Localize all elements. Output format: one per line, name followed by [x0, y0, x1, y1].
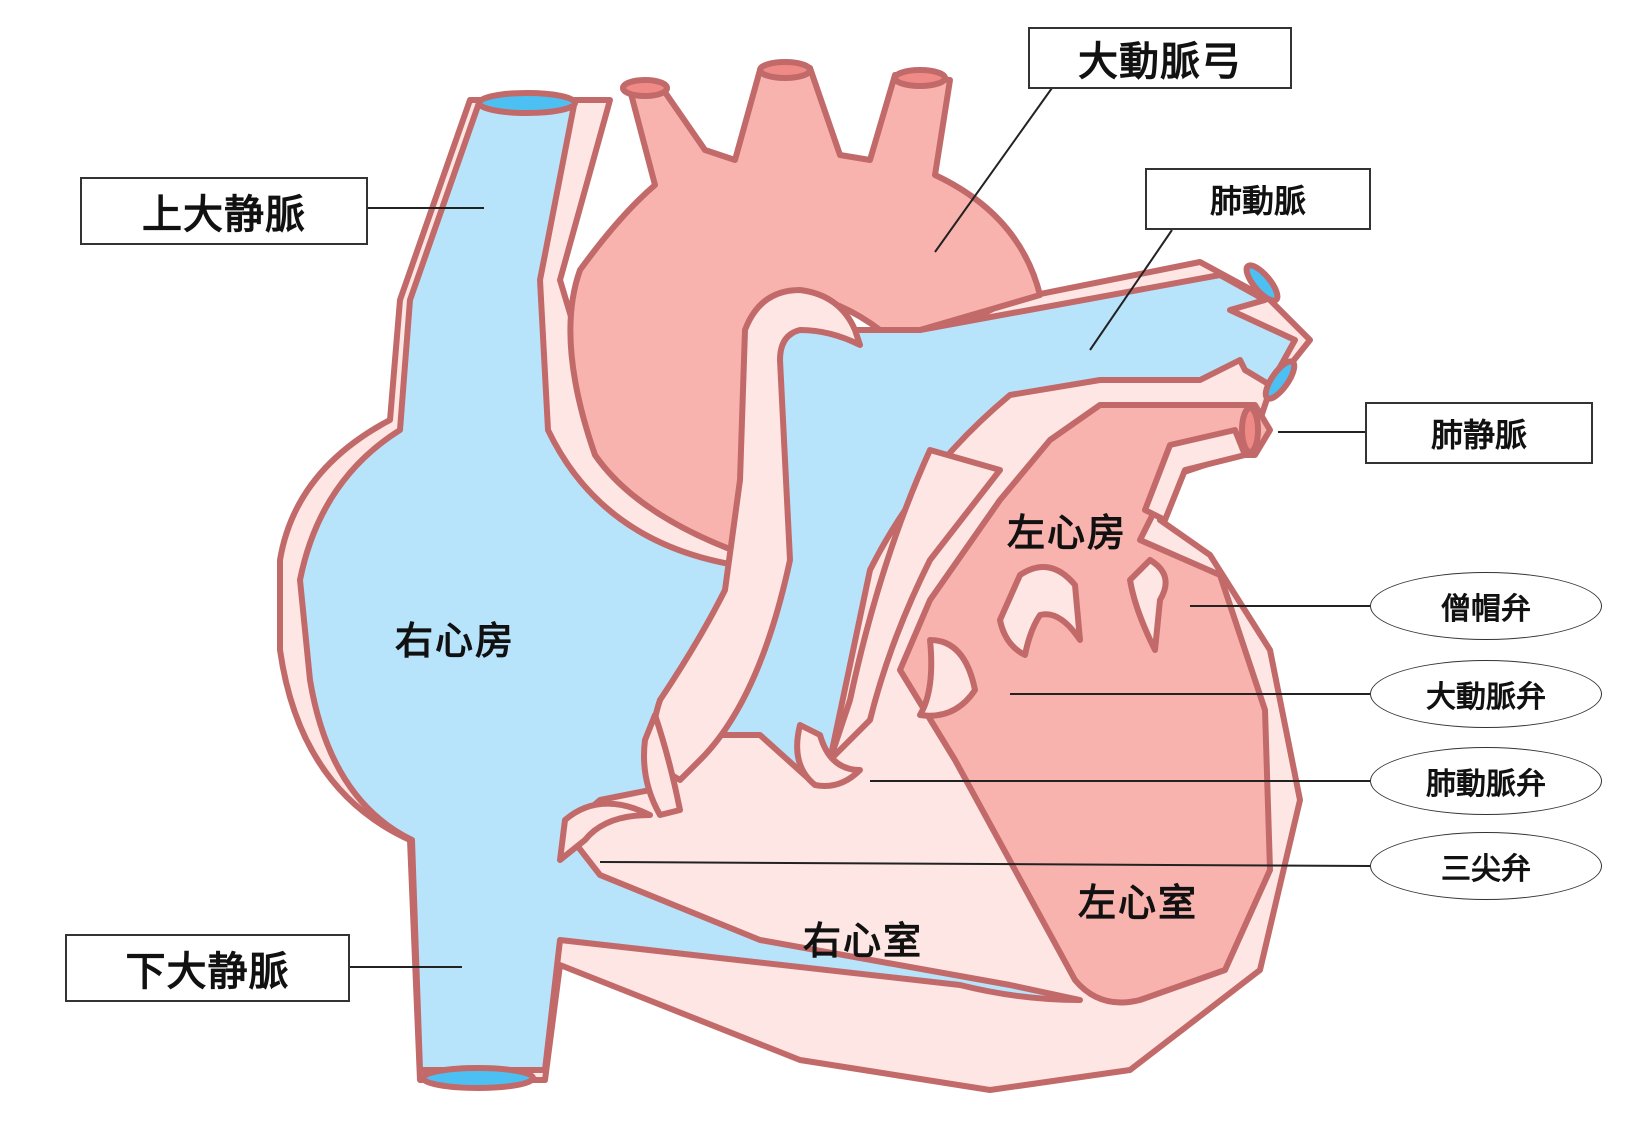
aorta-end-cap-3: [892, 67, 948, 89]
pa-end-cap-1: [1243, 262, 1281, 304]
label-right-ventricle: 右心室: [803, 919, 924, 963]
label-tricuspid-valve: 三尖弁: [1370, 832, 1602, 900]
label-inferior-vena-cava-text: 下大静脈: [125, 949, 290, 995]
label-mitral-valve: 僧帽弁: [1370, 572, 1602, 640]
label-left-ventricle: 左心室: [1078, 881, 1199, 925]
aorta-end-cap-1: [620, 77, 670, 99]
label-superior-vena-cava-text: 上大静脈: [142, 192, 306, 238]
label-pulmonary-valve: 肺動脈弁: [1370, 747, 1602, 815]
pulmonary-valve-shape: [794, 722, 863, 789]
aortic-valve-shape: [917, 637, 978, 719]
pulmonary-trunk-wall: [650, 287, 863, 783]
leader-pulmonary-artery: [1089, 229, 1173, 351]
leader-tricuspid: [599, 861, 1371, 867]
label-right-atrium: 右心房: [395, 619, 516, 663]
label-tricuspid-valve-text: 三尖弁: [1441, 852, 1531, 887]
pv-end-cap: [1239, 405, 1261, 455]
label-pulmonary-vein-text: 肺静脈: [1430, 416, 1527, 454]
septum: [827, 447, 1003, 763]
pulmonary-vein-branch: [1142, 427, 1248, 523]
label-pulmonary-valve-text: 肺動脈弁: [1426, 767, 1546, 802]
tricuspid-valve-shape: [557, 800, 653, 863]
label-aortic-arch: 大動脈弓: [1028, 27, 1292, 89]
leader-aortic-arch: [934, 87, 1053, 253]
aorta-end-cap-2: [757, 59, 813, 81]
svc-end-cap: [476, 90, 578, 116]
mitral-valve-shape: [997, 564, 1083, 658]
label-inferior-vena-cava: 下大静脈: [65, 934, 350, 1002]
mitral-valve-leaflet: [1127, 557, 1169, 653]
label-pulmonary-artery-text: 肺動脈: [1209, 182, 1306, 220]
pulmonary-valve-left: [641, 712, 683, 818]
label-superior-vena-cava: 上大静脈: [80, 177, 368, 245]
pa-end-cap-2: [1262, 358, 1298, 402]
label-aortic-valve-text: 大動脈弁: [1426, 680, 1546, 715]
label-left-atrium: 左心房: [1007, 511, 1128, 555]
label-aortic-arch-text: 大動脈弓: [1078, 39, 1242, 85]
label-pulmonary-vein: 肺静脈: [1365, 402, 1593, 464]
label-pulmonary-artery: 肺動脈: [1145, 168, 1371, 230]
label-mitral-valve-text: 僧帽弁: [1441, 592, 1531, 627]
ivc-end-cap: [420, 1065, 536, 1091]
label-aortic-valve: 大動脈弁: [1370, 660, 1602, 728]
